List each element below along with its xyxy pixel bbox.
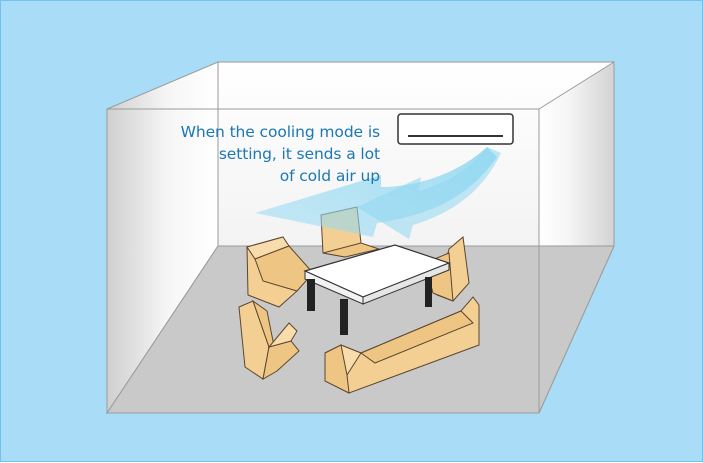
- caption-line-1: When the cooling mode is: [104, 121, 380, 143]
- wall-mounted-ac-icon: [398, 114, 513, 144]
- cooling-mode-caption: When the cooling mode is setting, it sen…: [104, 121, 380, 187]
- caption-line-3: of cold air up: [104, 165, 380, 187]
- caption-line-2: setting, it sends a lot: [104, 143, 380, 165]
